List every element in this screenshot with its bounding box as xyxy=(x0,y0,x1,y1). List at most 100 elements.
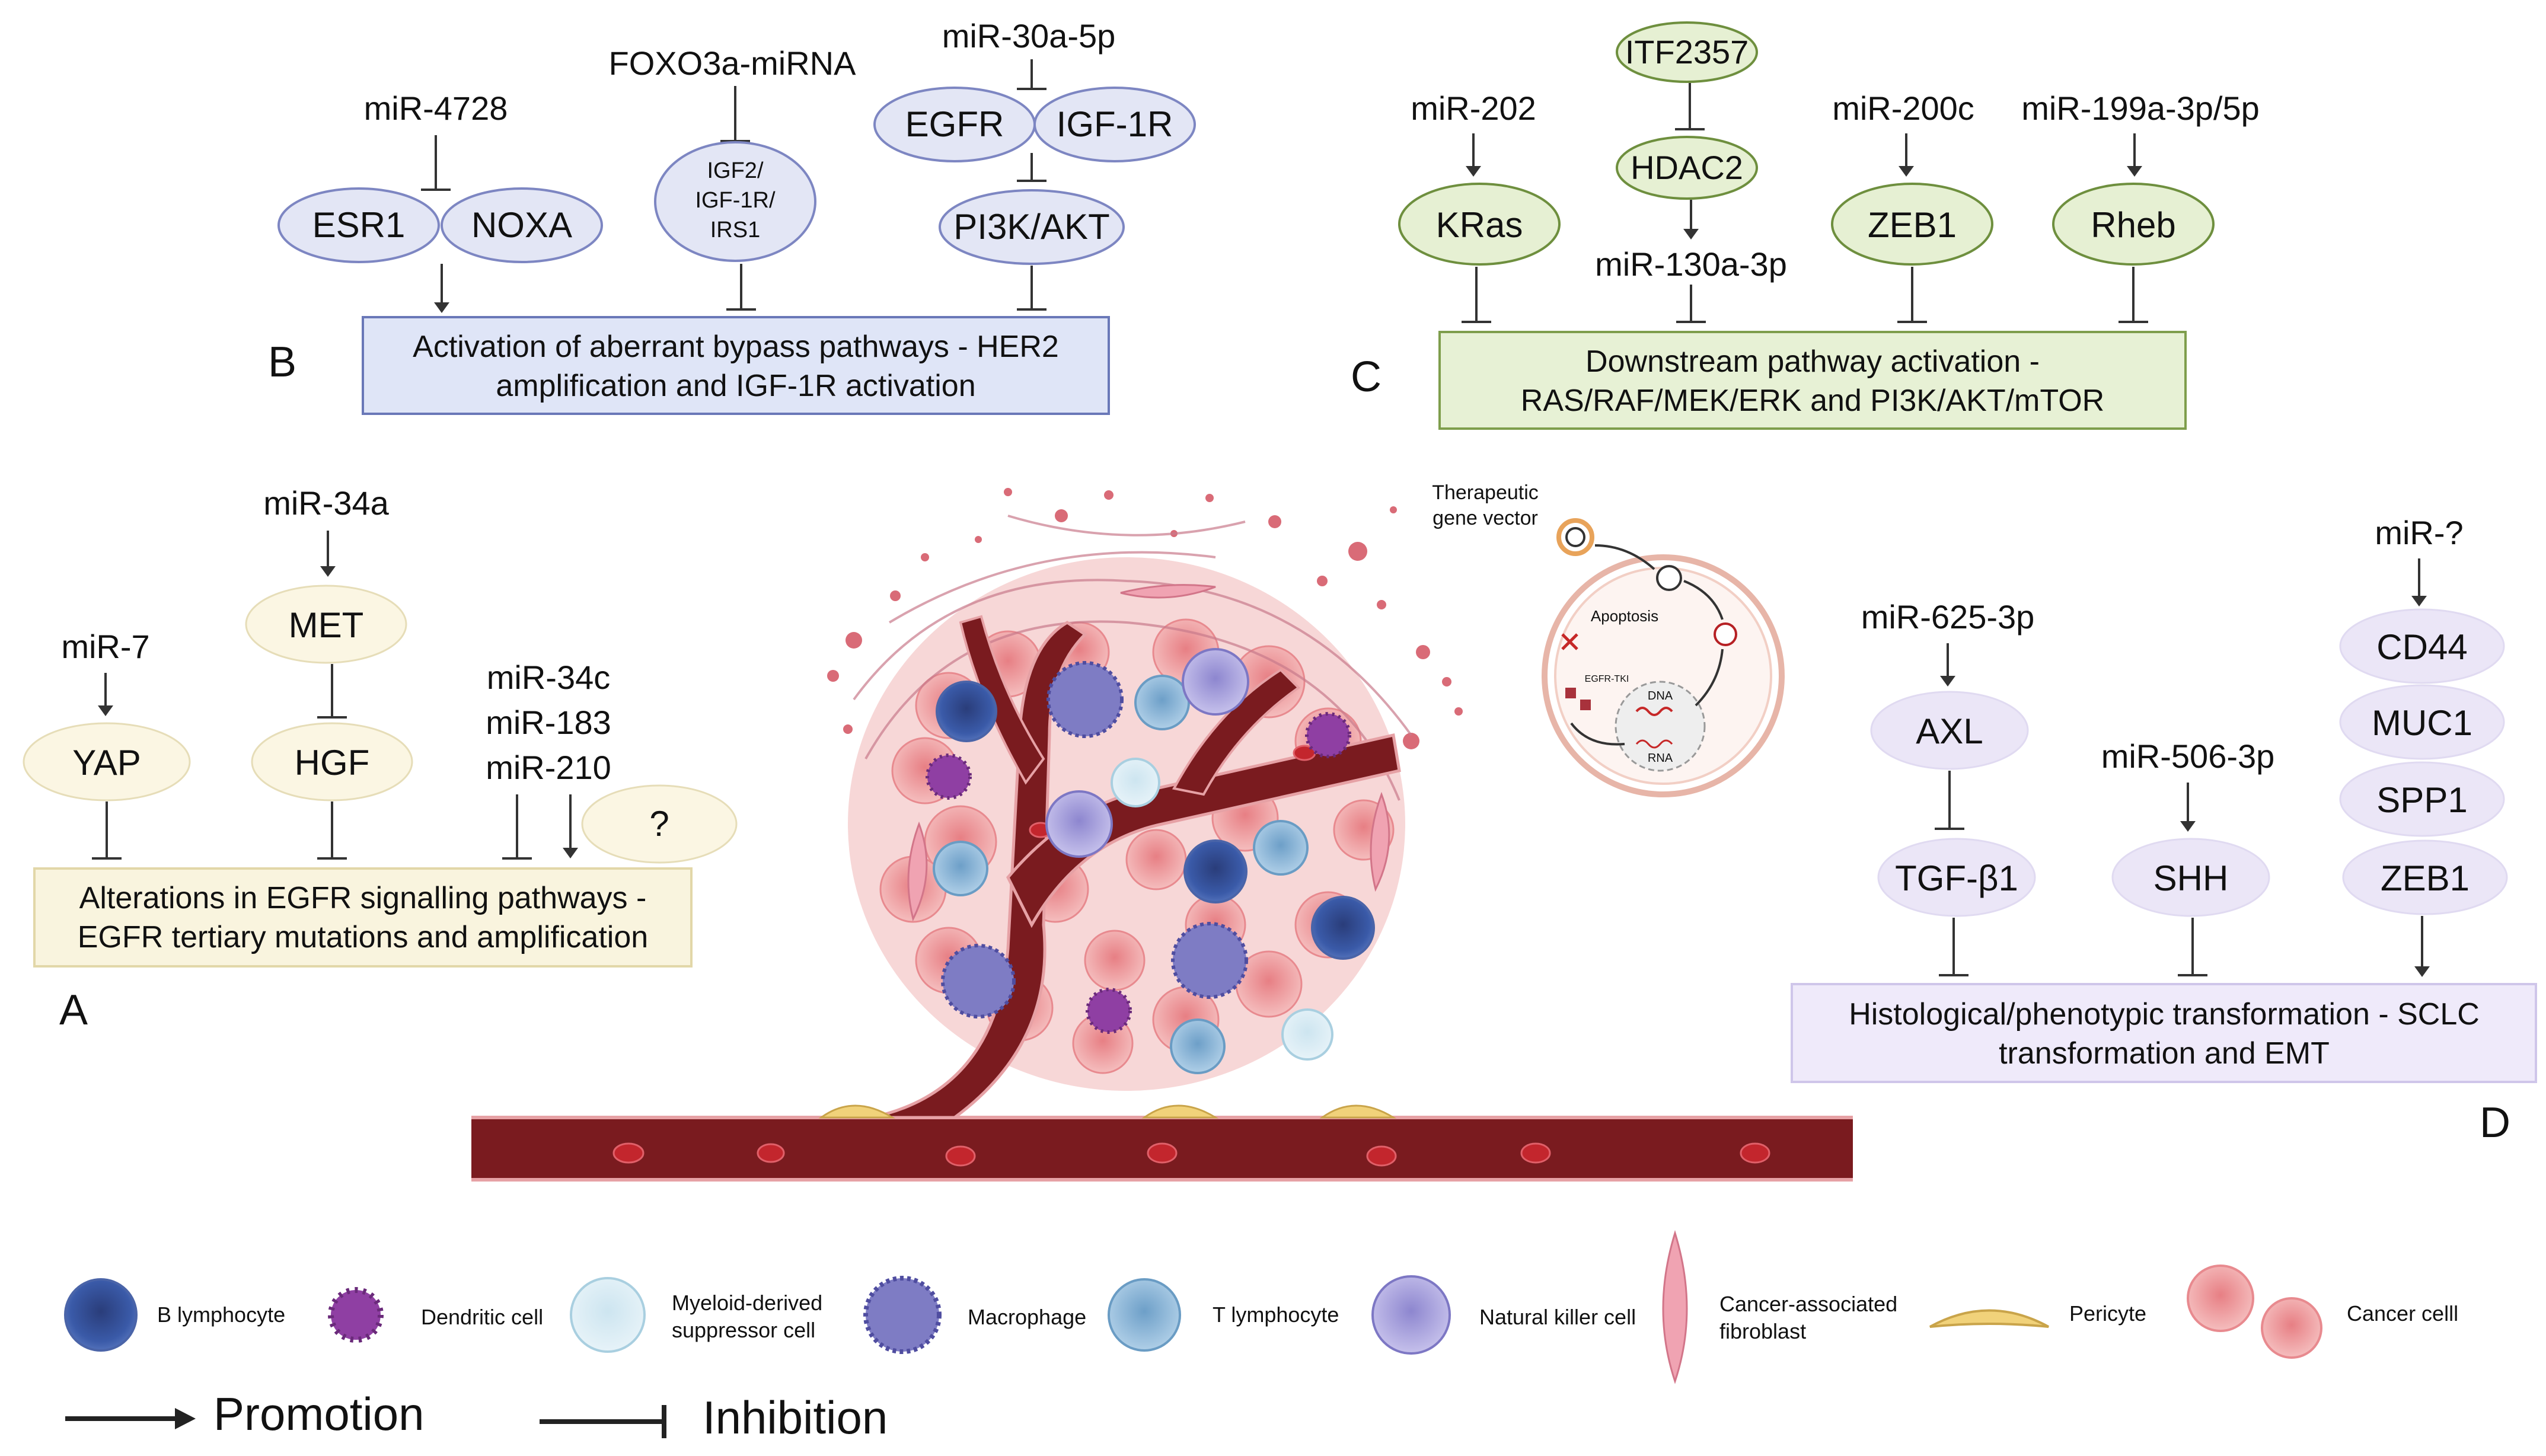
node-esr1 xyxy=(277,187,440,263)
node-zeb1-c xyxy=(1831,183,1993,266)
legend-dendritic-cell-icon xyxy=(328,1287,384,1343)
legend: B lymphocyte Dendritic cell Myeloid-deri… xyxy=(64,1230,2458,1444)
node-zeb1-c-label: ZEB1 xyxy=(1868,205,1957,245)
node-esr1-label: ESR1 xyxy=(312,205,406,245)
panel-d-letter: D xyxy=(2480,1099,2510,1147)
node-zeb1-d xyxy=(2342,839,2508,915)
apoptosis-cross xyxy=(1561,633,1578,650)
legend-fibroblast-icon xyxy=(1662,1230,1688,1384)
legend-b-lymphocyte-icon xyxy=(64,1278,138,1352)
node-shh-label: SHH xyxy=(2153,858,2229,898)
node-axl xyxy=(1870,691,2029,770)
panel-a-mirna: miR-183 xyxy=(486,704,611,741)
legend-label: Pericyte xyxy=(2069,1301,2146,1326)
inhibition-line xyxy=(1017,59,1047,90)
inhibition-line xyxy=(1017,153,1047,182)
vector-title-line1: Therapeutic xyxy=(1432,481,1539,504)
vector-particle-core xyxy=(1565,527,1585,547)
panel-a-letter: A xyxy=(59,986,88,1034)
legend-t-lymphocyte-icon xyxy=(1108,1278,1181,1352)
node-rheb-label: Rheb xyxy=(2091,205,2175,245)
panel-c: ITF2357 HDAC2 miR-130a-3p miR-202 KRas m… xyxy=(1351,21,2260,430)
panel-d: miR-625-3p AXL TGF-β1 miR-506-3p SHH miR… xyxy=(1791,514,2537,1147)
node-met-label: MET xyxy=(289,605,364,645)
inhibition-line xyxy=(720,86,750,142)
legend-label: suppressor cell xyxy=(672,1318,815,1342)
stroma-fibers xyxy=(853,515,1412,801)
node-muc1-label: MUC1 xyxy=(2372,703,2472,743)
inhibition-line xyxy=(1462,267,1491,323)
panel-c-mirna: miR-202 xyxy=(1411,90,1536,127)
panel-d-mirna: miR-625-3p xyxy=(1861,598,2035,636)
blood-vessel-branch xyxy=(959,615,1045,785)
panel-a-mirna: miR-34c xyxy=(487,659,610,696)
uptake-arrow xyxy=(1683,580,1724,620)
inhibition-line xyxy=(421,135,451,191)
node-hgf xyxy=(251,722,413,802)
arrow-head xyxy=(2414,966,2430,977)
inhibition-line xyxy=(1017,266,1047,311)
egfr-tki-label: EGFR-TKI xyxy=(1585,674,1629,684)
inhibition-key-label: Inhibition xyxy=(703,1391,888,1444)
arrow-head xyxy=(563,848,578,858)
panel-a-outcome-box xyxy=(33,867,693,968)
promotion-key-label: Promotion xyxy=(213,1388,425,1440)
inhibition-key-line xyxy=(540,1405,666,1438)
fibroblasts xyxy=(907,584,1390,922)
nucleus xyxy=(1615,681,1706,772)
panel-b-mirna: miR-4728 xyxy=(364,90,508,127)
panel-d-mirna: miR-? xyxy=(2375,514,2463,551)
panel-c-mirna: miR-200c xyxy=(1832,90,1974,127)
panel-a-outcome-line2: EGFR tertiary mutations and amplificatio… xyxy=(78,920,648,954)
node-tgf-b1-label: TGF-β1 xyxy=(1895,858,2018,898)
node-rheb xyxy=(2052,183,2215,266)
panel-a-outcome-line1: Alterations in EGFR signalling pathways … xyxy=(79,881,647,915)
node-met xyxy=(245,585,407,664)
inhibition-line xyxy=(1939,918,1968,976)
inhibition-line xyxy=(317,802,347,860)
arrow-head xyxy=(434,302,449,313)
node-igf-1r xyxy=(1033,87,1196,162)
promotion-key-arrowhead xyxy=(175,1408,196,1429)
arrow-head xyxy=(1683,229,1699,240)
panel-c-outcome-box xyxy=(1438,331,2187,430)
node-unknown xyxy=(581,784,738,864)
arrow-head xyxy=(1899,166,1914,177)
node-shh xyxy=(2111,838,2270,917)
arrow-head xyxy=(2180,821,2196,832)
node-kras-label: KRas xyxy=(1436,205,1523,245)
panel-c-outcome-line2: RAS/RAF/MEK/ERK and PI3K/AKT/mTOR xyxy=(1521,384,2104,418)
node-pi3k-akt-label: PI3K/AKT xyxy=(953,207,1109,247)
panel-a-mirna: miR-7 xyxy=(61,628,149,665)
node-egfr-label: EGFR xyxy=(905,104,1004,144)
legend-label: Myeloid-derived xyxy=(672,1291,822,1315)
legend-macrophage-icon xyxy=(863,1276,942,1354)
red-blood-cells xyxy=(612,745,1770,1167)
node-cd44-label: CD44 xyxy=(2376,627,2467,667)
inhibition-line xyxy=(502,794,532,860)
panel-d-mirna: miR-506-3p xyxy=(2101,737,2275,775)
node-hdac2 xyxy=(1616,136,1758,200)
tki-molecule xyxy=(1580,700,1591,710)
blood-vessel-branch xyxy=(1172,668,1301,796)
inhibition-line xyxy=(1935,771,1964,830)
node-yap-label: YAP xyxy=(72,743,141,783)
node-igf2-label: IGF2/ xyxy=(707,158,763,183)
panel-c-mirna: miR-199a-3p/5p xyxy=(2021,90,2260,127)
inhibition-line xyxy=(2178,918,2207,976)
arrow-head xyxy=(1940,676,1955,687)
panel-a: miR-34a MET HGF miR-7 YAP miR-34c miR-18… xyxy=(23,484,738,1034)
arrow-head xyxy=(320,566,336,577)
panel-c-mirna: miR-130a-3p xyxy=(1595,245,1787,283)
node-tgf-b1 xyxy=(1877,838,2036,917)
arrow-head xyxy=(1466,166,1481,177)
node-irs1-label: IRS1 xyxy=(710,218,760,242)
tumor-microenvironment-illustration xyxy=(471,488,1853,1182)
node-axl-label: AXL xyxy=(1916,711,1983,751)
arrow-head xyxy=(98,705,113,716)
exosome-dots xyxy=(827,488,1463,749)
inhibition-line xyxy=(1676,285,1706,323)
immune-cells xyxy=(926,648,1375,1074)
inhibition-line xyxy=(92,802,122,860)
